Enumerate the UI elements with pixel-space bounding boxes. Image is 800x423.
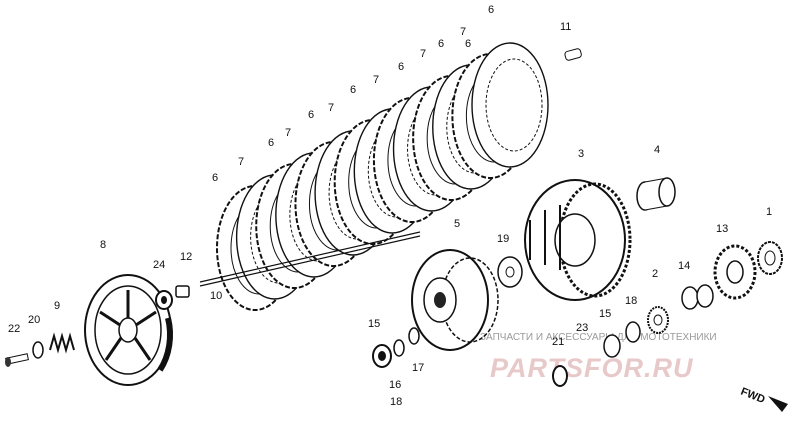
bolt-22 [5,353,29,367]
callout-6g: 6 [212,172,218,184]
watermark-brand: PARTSFOR.RU [490,353,694,383]
washer-18a [625,321,641,343]
callout-7e: 7 [285,127,291,139]
watermark: ЗАПЧАСТИ И АКСЕССУАРЫ ДЛЯ МОТОТЕХНИКИ PA… [480,332,717,383]
callout-8: 8 [100,239,106,251]
callout-6e: 6 [308,109,314,121]
fwd-label: FWD [739,386,767,407]
gear-13 [713,244,757,300]
callout-2: 2 [652,268,658,280]
callout-7b: 7 [420,48,426,60]
callout-1: 1 [766,206,772,218]
callout-6h: 6 [465,38,471,50]
callout-12: 12 [180,251,192,263]
clutch-outer [524,179,632,301]
callout-9: 9 [54,300,60,312]
callout-6d: 6 [350,84,356,96]
pin-11 [564,48,582,61]
clutch-plate [471,42,549,168]
callout-21: 21 [552,336,564,348]
callout-20: 20 [28,314,40,326]
callout-3: 3 [578,148,584,160]
callout-6f: 6 [268,137,274,149]
callout-6c: 6 [398,61,404,73]
callout-6a: 6 [488,4,494,16]
pushrod [199,231,421,287]
washer-23 [603,334,621,358]
bushing-14 [681,284,714,310]
callout-4: 4 [654,144,660,156]
collar-4 [636,177,676,211]
washer-20 [32,341,44,359]
callout-7a: 7 [460,26,466,38]
nut-15 [372,344,392,368]
callout-24: 24 [153,259,165,271]
callout-18a: 18 [390,396,402,408]
bearing-24 [155,290,173,310]
callout-6b: 6 [438,38,444,50]
part-12 [175,285,190,298]
plate-inner-edge [485,58,543,152]
washer-17 [408,327,420,345]
washer-19 [497,256,523,288]
callout-23: 23 [576,322,588,334]
callout-16: 16 [389,379,401,391]
washer-16 [393,339,405,357]
fwd-arrow: FWD [739,386,788,412]
bearing-21 [552,365,568,387]
callout-7d: 7 [328,102,334,114]
callout-14: 14 [678,260,690,272]
callout-15b: 15 [599,308,611,320]
callout-19: 19 [497,233,509,245]
callout-10: 10 [210,290,222,302]
watermark-caption: ЗАПЧАСТИ И АКСЕССУАРЫ ДЛЯ МОТОТЕХНИКИ [480,332,717,343]
clutch-plate-stack [216,42,549,311]
callout-11: 11 [560,21,571,33]
clutch-spring [49,332,75,354]
callout-15a: 15 [368,318,380,330]
gear-2 [647,306,669,334]
callout-5: 5 [454,218,460,230]
callout-7f: 7 [238,156,244,168]
gear-1 [757,241,783,275]
callout-18b: 18 [625,295,637,307]
callout-7c: 7 [373,74,379,86]
callout-labels: 1 2 3 4 5 6 6 6 6 6 6 6 6 7 7 7 7 7 7 7 … [8,4,772,408]
callout-17: 17 [412,362,424,374]
callout-13: 13 [716,223,728,235]
clutch-center [411,249,499,351]
callout-22: 22 [8,323,20,335]
pressure-plate [84,274,174,386]
